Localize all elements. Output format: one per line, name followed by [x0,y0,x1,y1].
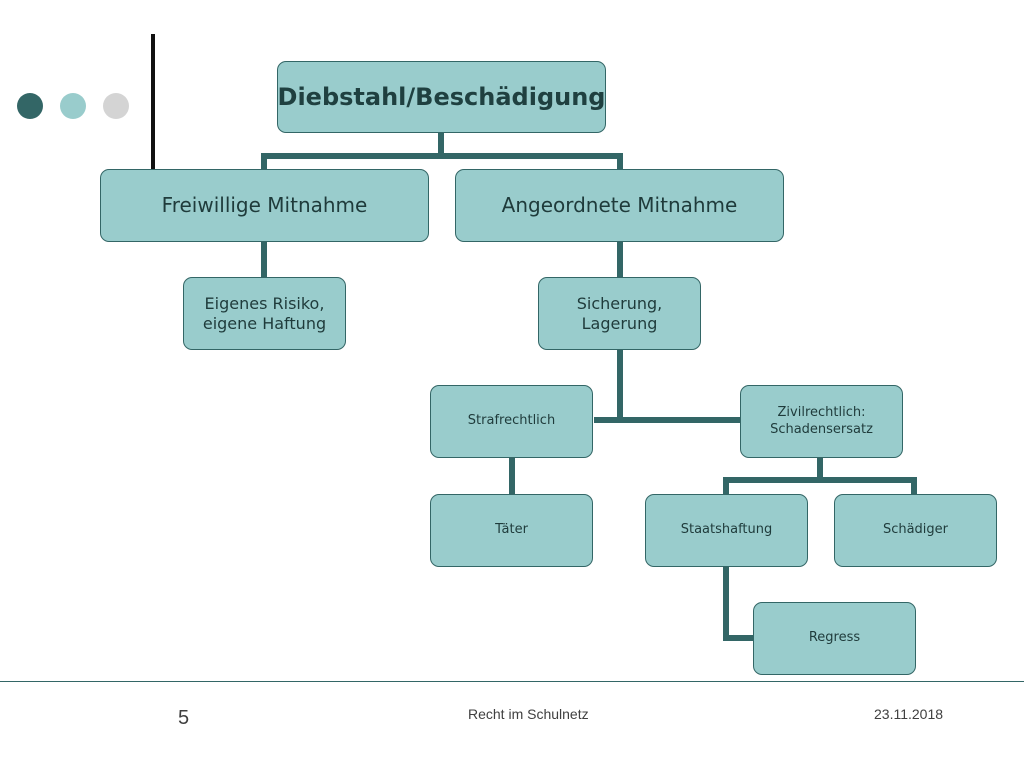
node-schaediger: Schädiger [834,494,997,567]
footer-date: 23.11.2018 [874,706,944,722]
node-regress: Regress [753,602,916,675]
node-strafrechtlich: Strafrechtlich [430,385,593,458]
connector-zivilrechtlich-to-branches [723,458,917,494]
decorative-dot-grey [103,93,129,119]
decorative-dot-light [60,93,86,119]
connector-root-to-level1 [261,133,623,170]
connector-sicherung-to-branches [594,350,741,423]
node-freiwillige-mitnahme: Freiwillige Mitnahme [100,169,429,242]
node-eigenes-risiko: Eigenes Risiko, eigene Haftung [183,277,346,350]
footer-title: Recht im Schulnetz [468,706,589,722]
connector-staatshaftung-to-regress [723,567,754,641]
node-zivilrechtlich: Zivilrechtlich: Schadensersatz [740,385,903,458]
page-number: 5 [178,707,190,729]
node-sicherung-lagerung: Sicherung, Lagerung [538,277,701,350]
node-diebstahl-beschaedigung: Diebstahl/Beschädigung [277,61,606,133]
footer-divider [0,681,1024,682]
node-angeordnete-mitnahme: Angeordnete Mitnahme [455,169,784,242]
decorative-vertical-bar [151,34,155,170]
node-staatshaftung: Staatshaftung [645,494,808,567]
decorative-dot-dark [17,93,43,119]
node-taeter: Täter [430,494,593,567]
